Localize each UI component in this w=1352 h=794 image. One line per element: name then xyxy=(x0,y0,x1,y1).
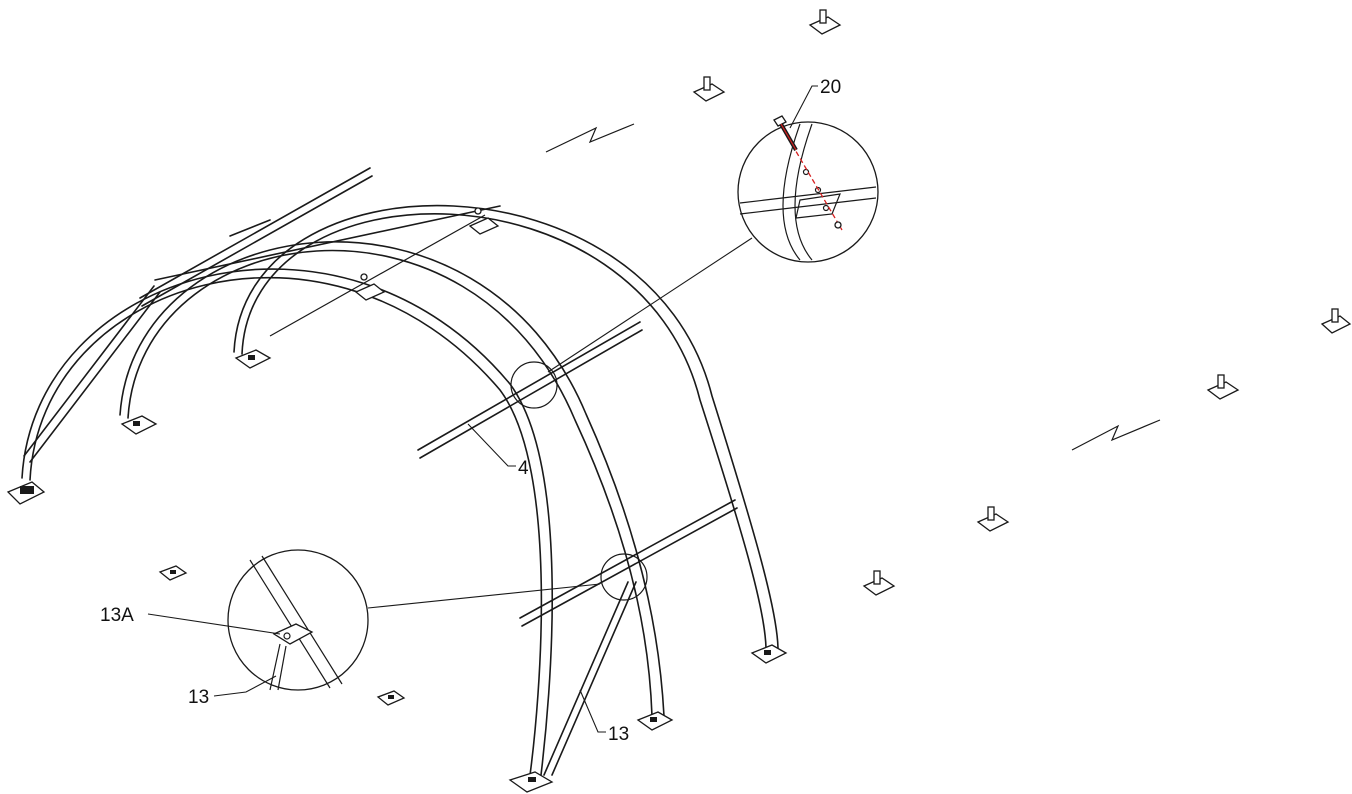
base-plate-a xyxy=(468,207,500,235)
foot-plate-second xyxy=(636,711,674,731)
foot-plate-left-3 xyxy=(234,349,272,369)
leader-13A xyxy=(147,613,281,635)
base-plate-d xyxy=(376,690,406,706)
arch-second xyxy=(119,241,665,717)
base-plate-b xyxy=(354,273,386,301)
bolt-icon xyxy=(773,115,842,229)
diagonal-brace xyxy=(543,581,637,776)
post-plate-5 xyxy=(976,506,1010,532)
leader-20 xyxy=(789,85,818,129)
detail-leader-top xyxy=(547,237,753,373)
foot-plate-third xyxy=(750,644,788,664)
leader-4 xyxy=(467,423,516,467)
leader-13-main xyxy=(579,689,606,733)
foot-plate-left-1 xyxy=(6,481,46,505)
callout-13A: 13A xyxy=(100,605,134,626)
purlin-lower xyxy=(417,321,738,627)
detail-bolt-connection xyxy=(737,115,879,263)
callout-20: 20 xyxy=(820,77,841,98)
post-plate-1 xyxy=(808,9,842,35)
joint-circle-lower xyxy=(600,553,648,601)
leader-13-detail xyxy=(213,675,277,697)
post-plate-6 xyxy=(862,570,896,596)
post-plate-2 xyxy=(692,76,726,102)
post-plate-3 xyxy=(1320,308,1352,334)
arch-front xyxy=(21,268,554,776)
detail-bracket-connection xyxy=(227,549,369,691)
callout-13-main: 13 xyxy=(608,724,629,745)
break-symbol-upper xyxy=(545,123,635,153)
brace-left-end xyxy=(23,285,161,463)
break-symbol-right xyxy=(1071,419,1161,451)
joint-circle-upper xyxy=(510,361,558,409)
purlin-upper xyxy=(139,167,501,337)
detail-leader-bottom xyxy=(367,583,601,609)
post-plate-4 xyxy=(1206,374,1240,400)
foot-plate-front xyxy=(508,771,554,793)
callout-13-detail: 13 xyxy=(188,687,209,708)
base-plate-c xyxy=(158,565,188,581)
foot-plate-left-2 xyxy=(120,415,158,435)
arch-third xyxy=(233,204,779,649)
callout-4: 4 xyxy=(518,458,529,479)
